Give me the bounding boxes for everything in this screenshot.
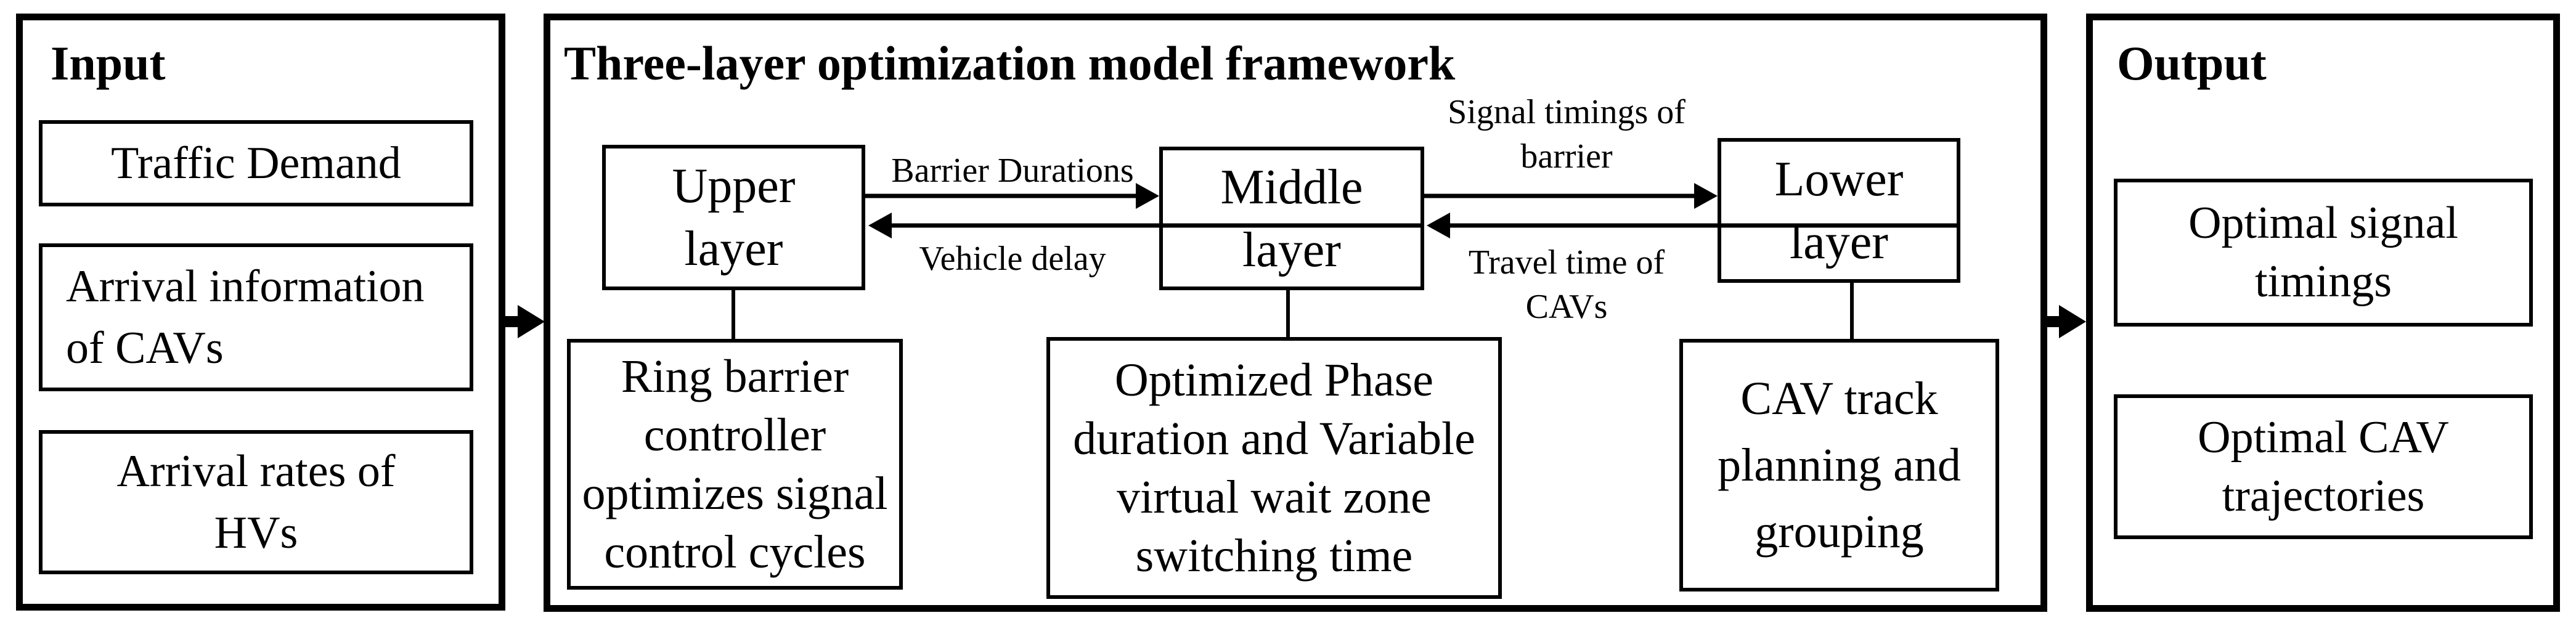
framework-panel-title: Three-layer optimization model framework (564, 36, 1456, 90)
output-item-optimal-cav-trajectories: Optimal CAV trajectories (2114, 394, 2533, 539)
input-item-traffic-demand: Traffic Demand (39, 120, 473, 206)
input-panel-title: Input (51, 36, 166, 90)
flow-label-barrier-durations: Barrier Durations (891, 152, 1134, 190)
task-box-upper-ring-barrier: Ring barrier controller optimizes signal… (567, 339, 903, 590)
arrow-head-icon (518, 305, 545, 338)
arrow-head-icon (2059, 305, 2086, 338)
task-box-middle-phase-duration: Optimized Phase duration and Variable vi… (1046, 337, 1502, 599)
flow-label-travel-time-of-cavs: Travel time of CAVs (1468, 243, 1665, 326)
layer-box-lower: Lower layer (1718, 138, 1960, 283)
input-item-arrival-rates-hvs: Arrival rates of HVs (39, 430, 473, 574)
input-item-arrival-information-cavs: Arrival information of CAVs (39, 243, 473, 391)
flow-label-signal-timings-of-barrier: Signal timings of barrier (1448, 93, 1685, 176)
output-panel-title: Output (2117, 36, 2267, 90)
task-box-lower-cav-track: CAV track planning and grouping (1679, 339, 1999, 591)
arrow-input-to-framework (505, 305, 545, 338)
arrow-framework-to-output (2046, 305, 2086, 338)
layer-box-middle: Middle layer (1159, 147, 1424, 290)
output-item-optimal-signal-timings: Optimal signal timings (2114, 179, 2533, 327)
layer-box-upper: Upper layer (602, 145, 865, 290)
flow-label-vehicle-delay: Vehicle delay (919, 240, 1106, 278)
